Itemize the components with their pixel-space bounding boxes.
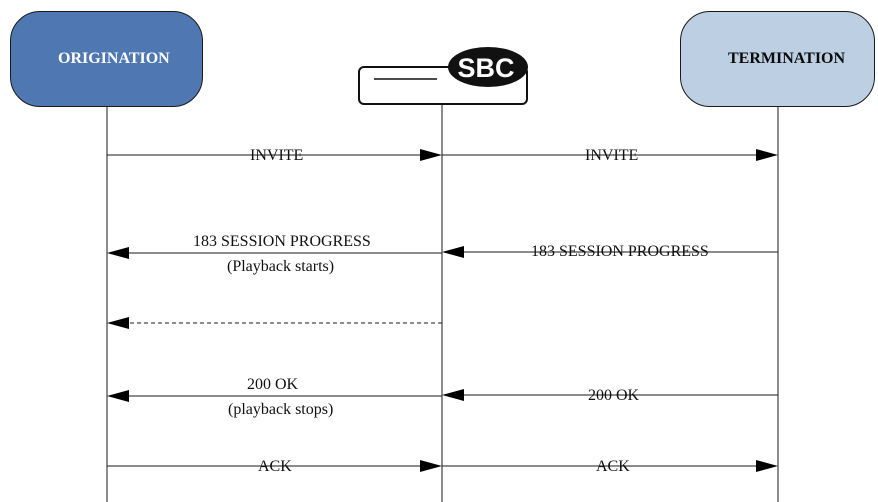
invite-2-arrowhead <box>756 149 778 161</box>
invite-1-arrowhead <box>420 149 442 161</box>
ok-1-sublabel: (playback stops) <box>225 400 337 419</box>
invite-1-label: INVITE <box>250 147 304 164</box>
sbc-device-icon: SBC <box>358 47 528 105</box>
ok-1-arrowhead <box>107 390 129 402</box>
participant-origination-label: ORIGINATION <box>58 50 170 67</box>
ack-1-arrow <box>107 460 442 472</box>
ack-2-label: ACK <box>596 458 630 475</box>
sbc-logo-ellipse <box>448 47 528 87</box>
ack-2-arrowhead <box>756 460 778 472</box>
media-arrow <box>107 317 442 329</box>
ok-2-arrowhead <box>442 389 464 401</box>
ack-2-arrow <box>442 460 778 472</box>
invite-2-label: INVITE <box>585 147 639 164</box>
invite-2-arrow <box>442 149 778 161</box>
ack-1-arrowhead <box>420 460 442 472</box>
participant-termination-label: TERMINATION <box>728 50 846 67</box>
progress-2-label: 183 SESSION PROGRESS <box>531 243 709 260</box>
sbc-logo-text: SBC <box>457 53 514 83</box>
ok-2-label: 200 OK <box>588 387 640 404</box>
participant-origination: ORIGINATION <box>10 11 203 107</box>
progress-2-arrowhead <box>442 246 464 258</box>
progress-1-arrowhead <box>107 247 129 259</box>
participant-termination: TERMINATION <box>680 11 875 107</box>
media-arrowhead <box>107 317 129 329</box>
ok-2-arrow <box>442 389 778 401</box>
progress-2-arrow <box>442 246 778 258</box>
progress-1-arrow <box>107 247 442 259</box>
progress-1-sublabel: (Playback starts) <box>224 257 338 276</box>
message-arrows <box>107 149 778 472</box>
ack-1-label: ACK <box>258 458 292 475</box>
progress-1-label: 183 SESSION PROGRESS <box>193 233 371 250</box>
ok-1-label: 200 OK <box>247 376 299 393</box>
invite-1-arrow <box>107 149 442 161</box>
ok-1-arrow <box>107 390 442 402</box>
